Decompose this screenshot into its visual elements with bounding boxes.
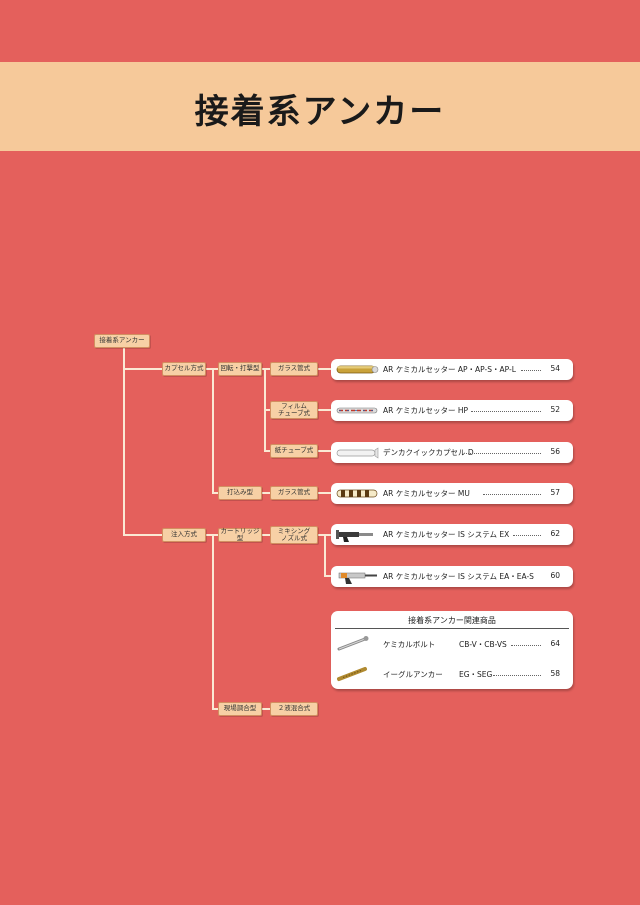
product-page: 54: [550, 364, 560, 373]
paper-capsule-icon: [336, 447, 379, 459]
node-cartridge: カートリッジ型: [218, 527, 262, 542]
connector: [262, 492, 270, 494]
related-page: 58: [550, 669, 560, 678]
node-rotary: 回転・打撃型: [218, 362, 262, 376]
leader-dots: [471, 411, 541, 412]
connector: [212, 708, 218, 710]
node-paper-tube: 紙チューブ式: [270, 444, 318, 458]
connector: [212, 368, 214, 494]
connector: [318, 492, 331, 494]
cartridge-gun-icon: [336, 530, 373, 542]
connector: [262, 534, 270, 536]
product-page: 56: [550, 447, 560, 456]
product-card[interactable]: AR ケミカルセッター IS システム EX 62: [331, 524, 573, 545]
page-title: 接着系アンカー: [194, 92, 446, 132]
related-name: イーグルアンカー: [383, 670, 443, 679]
related-model: EG・SEG: [459, 670, 493, 679]
product-name: AR ケミカルセッター IS システム EX: [383, 530, 510, 539]
node-capsule: カプセル方式: [162, 362, 206, 376]
node-mixing-nozzle: ミキシング ノズル式: [270, 526, 318, 544]
related-model: CB-V・CB-VS: [459, 640, 507, 649]
related-item[interactable]: ケミカルボルト CB-V・CB-VS 64: [331, 634, 573, 654]
related-title: 接着系アンカー関連商品: [408, 616, 496, 625]
product-page: 62: [550, 529, 560, 538]
connector: [264, 450, 270, 452]
product-page: 52: [550, 405, 560, 414]
connector: [212, 492, 218, 494]
node-onsite-mix: 現場調合型: [218, 702, 262, 716]
connector: [318, 368, 331, 370]
product-name: AR ケミカルセッター IS システム EA・EA-S: [383, 572, 534, 581]
connector: [123, 368, 163, 370]
product-card[interactable]: AR ケミカルセッター HP 52: [331, 400, 573, 421]
connector: [262, 708, 270, 710]
product-name: デンカクイックカプセル D: [383, 448, 474, 457]
connector: [264, 409, 270, 411]
node-root: 接着系アンカー: [94, 334, 150, 348]
divider: [335, 628, 569, 629]
product-name: AR ケミカルセッター AP・AP-S・AP-L: [383, 365, 516, 374]
node-glass-tube-2: ガラス管式: [270, 486, 318, 500]
node-injection: 注入方式: [162, 528, 206, 542]
connector: [262, 368, 270, 370]
leader-dots: [466, 453, 541, 454]
product-name: AR ケミカルセッター HP: [383, 406, 469, 415]
related-item[interactable]: イーグルアンカー EG・SEG 58: [331, 664, 573, 684]
related-page: 64: [550, 639, 560, 648]
glass-capsule-icon: [336, 365, 379, 374]
connector: [318, 409, 331, 411]
product-card[interactable]: AR ケミカルセッター AP・AP-S・AP-L 54: [331, 359, 573, 380]
dispenser-gun-icon: [338, 572, 377, 584]
connector: [324, 534, 326, 577]
product-card[interactable]: デンカクイックカプセル D 56: [331, 442, 573, 463]
product-page: 57: [550, 488, 560, 497]
title-banner: [0, 62, 640, 151]
related-name: ケミカルボルト: [383, 640, 436, 649]
connector: [212, 534, 214, 710]
product-card[interactable]: AR ケミカルセッター IS システム EA・EA-S 60: [331, 566, 573, 587]
node-film-tube: フィルム チューブ式: [270, 401, 318, 419]
node-two-liquid: ２液混合式: [270, 702, 318, 716]
node-driven: 打込み型: [218, 486, 262, 500]
connector: [324, 575, 331, 577]
striped-capsule-icon: [336, 489, 378, 498]
connector: [318, 450, 331, 452]
leader-dots: [513, 535, 541, 536]
leader-dots: [511, 645, 541, 646]
leader-dots: [493, 675, 541, 676]
connector: [123, 348, 125, 536]
bolt-icon: [337, 636, 369, 651]
connector: [123, 534, 163, 536]
related-products-box: 接着系アンカー関連商品 ケミカルボルト CB-V・CB-VS 64 イーグルアン…: [331, 611, 573, 689]
product-name: AR ケミカルセッター MU: [383, 489, 470, 498]
film-capsule-icon: [336, 407, 378, 414]
product-page: 60: [550, 571, 560, 580]
anchor-icon: [337, 667, 367, 681]
leader-dots: [521, 370, 541, 371]
product-card[interactable]: AR ケミカルセッター MU 57: [331, 483, 573, 504]
leader-dots: [483, 494, 541, 495]
node-glass-tube-1: ガラス管式: [270, 362, 318, 376]
